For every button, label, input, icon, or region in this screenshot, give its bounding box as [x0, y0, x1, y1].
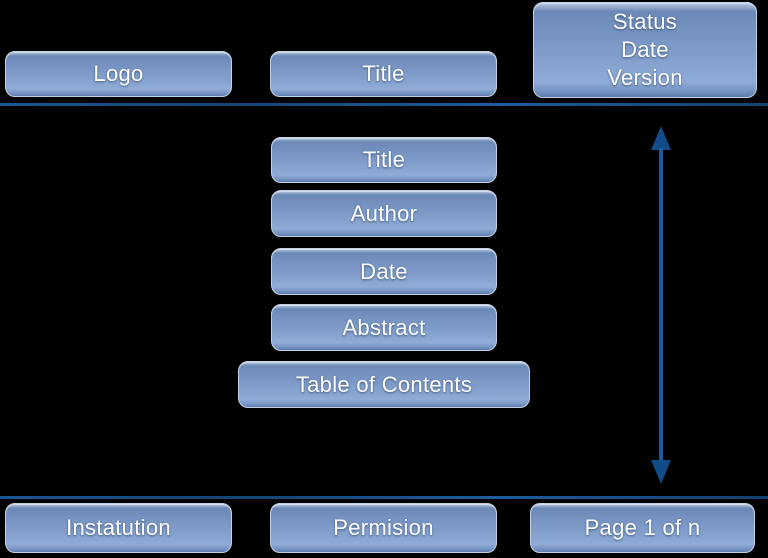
logo-box: Logo [5, 51, 232, 97]
table-of-contents-box: Table of Contents [238, 361, 530, 408]
status-line: Status [612, 9, 678, 34]
bottom-separator-line [0, 496, 768, 499]
institution-box: Instatution [5, 503, 232, 553]
table-of-contents-label: Table of Contents [295, 371, 473, 397]
date-label: Date [360, 258, 408, 284]
date-box: Date [271, 248, 497, 295]
date-line: Date [621, 37, 669, 62]
page-number-label: Page 1 of n [584, 515, 701, 540]
page-number-box: Page 1 of n [530, 503, 755, 553]
abstract-box: Abstract [271, 304, 497, 351]
status-date-version-box: Status Date Version [533, 2, 757, 98]
header-title-box: Title [270, 51, 497, 97]
body-title-label: Title [362, 147, 406, 172]
version-line: Version [607, 65, 683, 90]
institution-label: Instatution [66, 515, 171, 540]
author-label: Author [350, 200, 418, 226]
permission-label: Permision [333, 515, 434, 540]
logo-label: Logo [93, 61, 144, 86]
header-title-label: Title [362, 61, 405, 86]
body-title-box: Title [271, 137, 497, 183]
top-separator-line [0, 103, 768, 106]
abstract-label: Abstract [342, 314, 426, 340]
permission-box: Permision [270, 503, 497, 553]
vertical-double-arrow-icon [651, 126, 671, 484]
author-box: Author [271, 190, 497, 237]
